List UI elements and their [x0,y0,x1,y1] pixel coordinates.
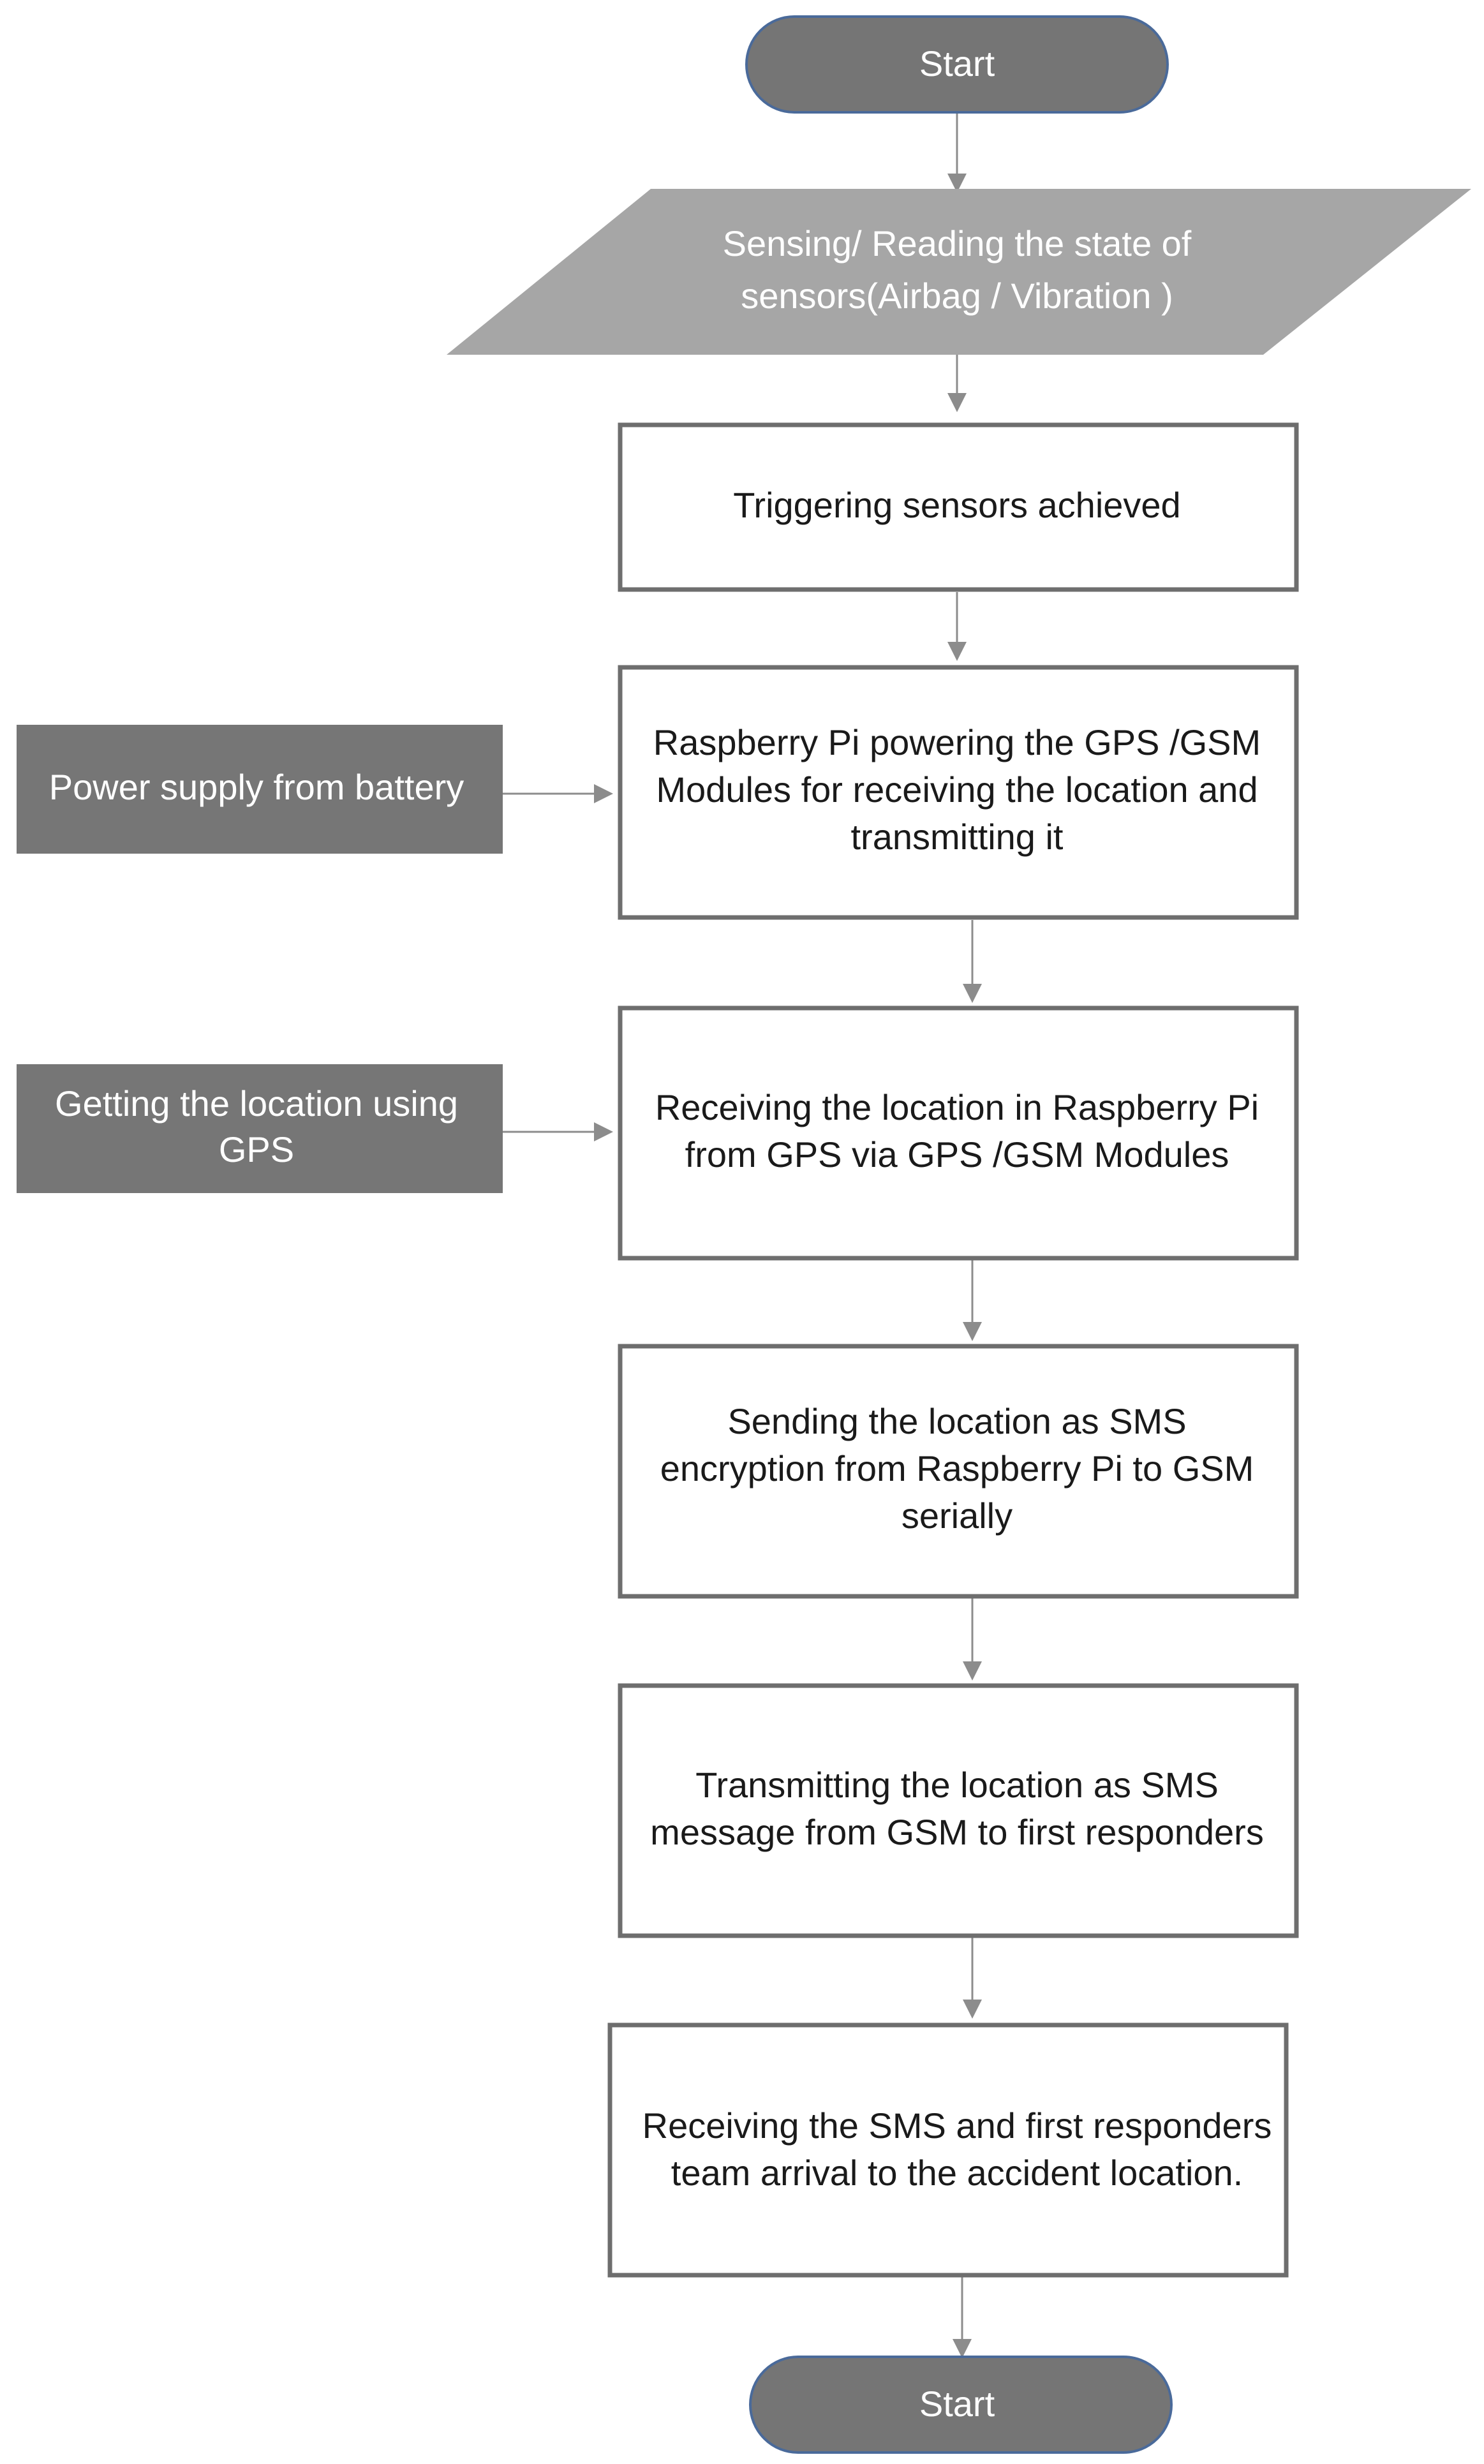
process-step-sending-sms-line-1: Sending the location as SMS [727,1401,1186,1441]
start-terminal: Start [745,15,1169,114]
side-input-gps-box [17,1064,503,1193]
side-input-gps-line-1: Getting the location using [55,1083,458,1124]
start-terminal-shape [745,15,1169,114]
process-step-sending-sms-line-2: encryption from Raspberry Pi to GSM [660,1448,1254,1488]
process-step-triggering-box [618,422,1299,592]
process-step-final: Receiving the SMS and first responders t… [607,2022,1289,2278]
process-step-receiving-location-line-1: Receiving the location in Raspberry Pi [655,1087,1259,1127]
sensing-input-line-1: Sensing/ Reading the state of [723,223,1192,263]
process-step-powering-line-3: transmitting it [851,817,1064,857]
process-step-transmitting-line-2: message from GSM to first responders [650,1812,1264,1852]
end-terminal-label: Start [919,2384,995,2424]
process-step-powering-line-1: Raspberry Pi powering the GPS /GSM [653,722,1261,762]
process-step-powering-box [618,665,1299,920]
process-step-receiving-location-line-2: from GPS via GPS /GSM Modules [685,1134,1229,1175]
process-step-triggering: Triggering sensors achieved [618,422,1299,592]
process-step-sending-sms-box [618,1344,1299,1599]
process-step-receiving-location: Receiving the location in Raspberry Pi f… [618,1006,1299,1261]
side-input-gps: Getting the location using GPS [17,1064,503,1193]
process-step-transmitting: Transmitting the location as SMS message… [618,1683,1299,1938]
side-input-battery: Power supply from battery [17,725,503,854]
end-terminal-shape [749,2356,1173,2454]
process-step-powering-line-2: Modules for receiving the location and [656,769,1258,810]
process-step-triggering-line-1: Triggering sensors achieved [733,485,1180,525]
process-step-final-line-1: Receiving the SMS and first responders [642,2105,1272,2146]
start-terminal-label: Start [919,43,995,84]
side-input-gps-line-2: GPS [219,1129,294,1169]
sensing-input-shape [447,189,1471,355]
process-step-receiving-location-box [618,1006,1299,1261]
end-terminal: Start [749,2356,1173,2454]
sensing-input-line-2: sensors(Airbag / Vibration ) [741,276,1173,316]
process-step-powering: Raspberry Pi powering the GPS /GSM Modul… [618,665,1299,920]
side-input-battery-box [17,725,503,854]
process-step-transmitting-box [618,1683,1299,1938]
side-input-battery-line-1: Power supply from battery [49,767,464,807]
process-step-sending-sms: Sending the location as SMS encryption f… [618,1344,1299,1599]
process-step-final-box [607,2022,1289,2278]
process-step-final-line-2: team arrival to the accident location. [671,2153,1243,2193]
connectors [503,112,982,2358]
sensing-input: Sensing/ Reading the state of sensors(Ai… [447,189,1471,355]
process-step-transmitting-line-1: Transmitting the location as SMS [695,1765,1219,1805]
process-step-sending-sms-line-3: serially [902,1495,1013,1536]
